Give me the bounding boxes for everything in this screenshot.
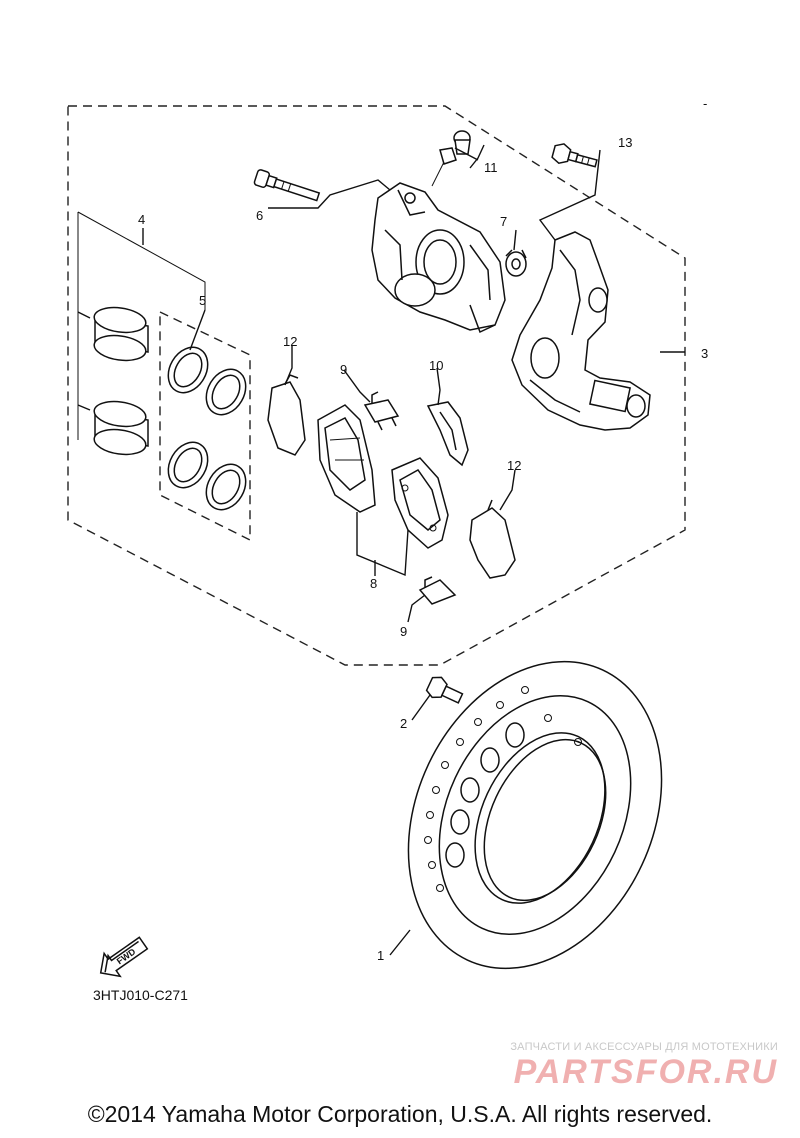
boot: [505, 249, 527, 277]
callout-12b: 12: [507, 458, 521, 473]
brake-pad-right: [391, 457, 449, 549]
fwd-arrow-icon: FWD: [99, 936, 149, 978]
brake-disc: [407, 660, 663, 970]
piston-bottom: [93, 400, 149, 456]
callout-10: 10: [429, 358, 443, 373]
watermark-tagline: ЗАПЧАСТИ И АКСЕССУАРЫ ДЛЯ МОТОТЕХНИКИ: [510, 1041, 778, 1053]
diagram-reference-code: 3HTJ010-C271: [93, 987, 188, 1003]
bleed-screw: [431, 130, 471, 187]
callout-9a: 9: [340, 362, 347, 377]
callout-9b: 9: [400, 624, 407, 639]
caliper-body: [371, 182, 506, 334]
pad-shim-right: [469, 499, 516, 579]
pad-clip-upper: [363, 391, 400, 431]
bracket-bolt: [551, 143, 598, 168]
brake-pad-left: [317, 404, 376, 513]
callout-7: 7: [500, 214, 507, 229]
callout-5: 5: [199, 293, 206, 308]
corner-mark: -: [703, 96, 707, 111]
callout-12a: 12: [283, 334, 297, 349]
pad-spring: [426, 401, 469, 467]
piston-seals: [167, 346, 247, 511]
disc-bolt: [425, 676, 464, 704]
seal-group-outline: [159, 310, 251, 542]
pad-shim-left: [267, 374, 306, 456]
watermark-logo: PARTSFOR.RU: [513, 1053, 778, 1091]
slide-pin: [253, 169, 321, 202]
callout-1: 1: [377, 948, 384, 963]
callout-3: 3: [701, 346, 708, 361]
callout-6: 6: [256, 208, 263, 223]
pad-clip-lower: [418, 576, 457, 605]
callout-11: 11: [484, 160, 498, 175]
caliper-bracket: [511, 231, 651, 431]
callout-13: 13: [618, 135, 632, 150]
leader-lines: [77, 144, 685, 956]
callout-2: 2: [400, 716, 407, 731]
piston-top: [93, 306, 149, 362]
copyright-notice: ©2014 Yamaha Motor Corporation, U.S.A. A…: [87, 1101, 713, 1127]
piston-group-outline: [77, 211, 206, 440]
callout-4: 4: [138, 212, 145, 227]
callout-8: 8: [370, 576, 377, 591]
assembly-outline: [67, 105, 686, 666]
